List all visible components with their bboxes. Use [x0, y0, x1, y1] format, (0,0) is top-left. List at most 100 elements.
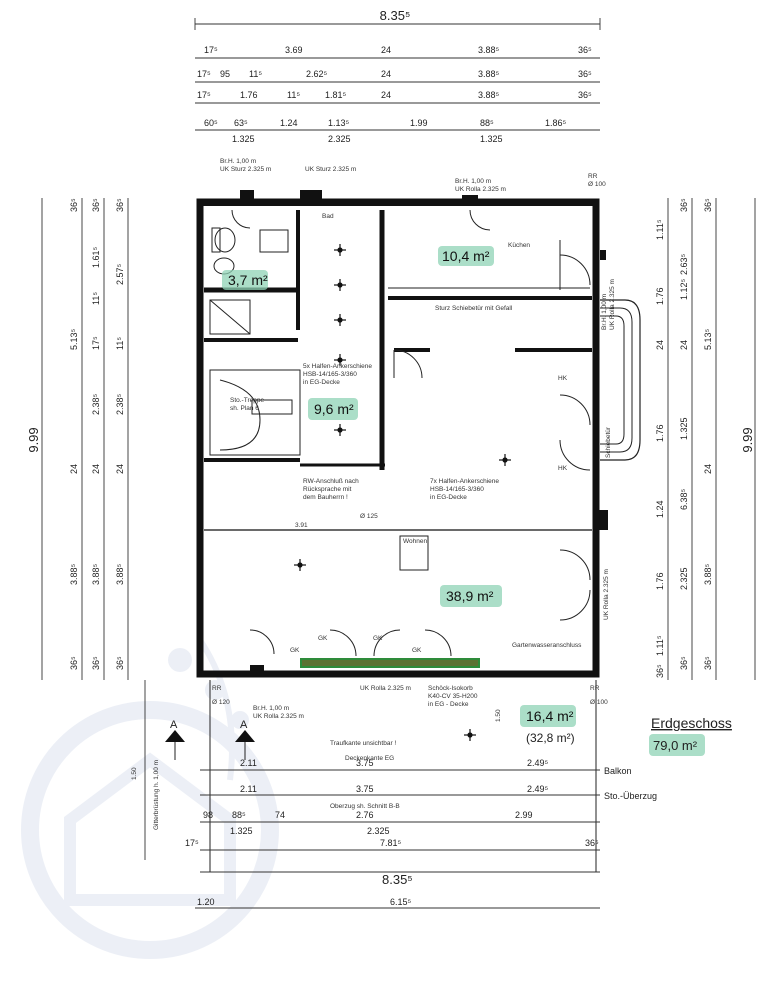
dim-label: 74 — [275, 810, 285, 820]
dim-label: 2.62⁵ — [306, 69, 328, 79]
dim-label: 6.15⁵ — [390, 897, 412, 907]
dim-label: 3.88⁵ — [478, 45, 500, 55]
note-text: in EG - Decke — [428, 701, 469, 708]
room-area-flur: 9,6 m² — [314, 401, 354, 417]
dim-label: 1.325 — [480, 134, 503, 144]
note-text: 7x Halfen-Ankerschiene — [430, 478, 499, 485]
note-text: UK Rolla 2.325 m — [253, 713, 304, 720]
dim-label: 2.11 — [240, 784, 257, 794]
note-text: 5x Halfen-Ankerschiene — [303, 363, 372, 370]
floor-total: 79,0 m² — [653, 738, 698, 753]
dim-label: 36⁵ — [69, 198, 79, 212]
dim-label: 24 — [91, 464, 101, 474]
section-markers: A A — [165, 719, 255, 760]
note-text: Gitterbrüstung h. 1,00 m — [153, 760, 160, 830]
floor-summary: Erdgeschoss 79,0 m² — [649, 715, 732, 756]
room-area-balkon-sub: (32,8 m²) — [526, 731, 575, 745]
right-overall-dim: 9.99 — [740, 427, 755, 452]
dim-label: Balkon — [604, 766, 632, 776]
note-text: GK — [373, 635, 383, 642]
note-text: Ø 100 — [588, 181, 606, 188]
note-text: UK Sturz 2.325 m — [305, 166, 356, 173]
dim-label: 3.88⁵ — [703, 563, 713, 585]
note-text: sh. Plan 6 — [230, 405, 259, 412]
dim-label: 17⁵ — [204, 45, 218, 55]
note-text: Br.H. 1,00 m — [601, 294, 608, 330]
note-text: 3.91 — [295, 522, 308, 529]
note-text: Sturz Schiebetür mit Gefall — [435, 305, 513, 312]
note-text: HK — [558, 375, 568, 382]
balcony-edge — [300, 658, 480, 668]
dim-label: 3.88⁵ — [115, 563, 125, 585]
dim-label: 3.88⁵ — [478, 90, 500, 100]
dim-label: 36⁵ — [115, 656, 125, 670]
bottom-overall-dim: 8.35⁵ — [382, 872, 413, 887]
note-text: HK — [558, 465, 568, 472]
dim-label: 1.325 — [232, 134, 255, 144]
room-wohnen: 38,9 m² — [440, 585, 502, 607]
dim-label: 1.11⁵ — [655, 219, 665, 240]
note-text: HSB-14/165-3/360 — [303, 371, 357, 378]
dim-label: 36⁵ — [655, 664, 665, 678]
dim-label: 36⁵ — [679, 198, 689, 212]
dim-label: 1.325 — [230, 826, 253, 836]
room-kueche: 10,4 m² — [438, 246, 494, 266]
dim-label: 2.99 — [515, 810, 533, 820]
dim-label: 1.81⁵ — [325, 90, 347, 100]
room-balkon: 16,4 m² (32,8 m²) — [520, 705, 576, 745]
room-area-balkon: 16,4 m² — [526, 708, 574, 724]
staircase — [209, 369, 301, 456]
right-dimension-chains: 9.99 1.11⁵ 1.76 24 1.76 1.24 1.76 1.11⁵ … — [655, 198, 756, 680]
dim-label: 5.13⁵ — [703, 328, 713, 350]
note-text: RR — [590, 685, 600, 692]
dim-label: 36⁵ — [578, 45, 592, 55]
dim-label: 3.88⁵ — [69, 563, 79, 585]
dim-label: 3.69 — [285, 45, 303, 55]
bathroom-fixtures — [209, 227, 289, 335]
dim-label: 2.325 — [679, 567, 689, 590]
dim-label: 1.24 — [655, 500, 665, 518]
dim-label: 36⁵ — [585, 838, 599, 848]
dim-label: 63⁵ — [234, 118, 248, 128]
dim-note: Oberzug sh. Schnitt B-B — [330, 803, 400, 810]
dim-label: 36⁵ — [578, 69, 592, 79]
balcony — [144, 680, 600, 909]
note-text: HSB-14/165-3/360 — [430, 486, 484, 493]
dim-label: 6.38⁵ — [679, 488, 689, 510]
dim-label: 24 — [115, 464, 125, 474]
note-text: UK Rolla 2.325 m — [603, 569, 610, 620]
note-text: RR — [588, 173, 598, 180]
note-text: UK Rolla 2.325 m — [360, 685, 411, 692]
left-dimension-chains: 9.99 36⁵ 5.13⁵ 24 3.88⁵ 36⁵ 36⁵ 1.61⁵ 11… — [26, 198, 129, 680]
dim-label: 2.11 — [240, 758, 257, 768]
left-overall-dim: 9.99 — [26, 427, 41, 452]
dim-label: 17⁵ — [185, 838, 199, 848]
dim-label: 17⁵ — [197, 69, 211, 79]
dim-label: 2.325 — [328, 134, 351, 144]
dim-label: 36⁵ — [578, 90, 592, 100]
bay-window — [600, 299, 641, 461]
note-text: Schöck-Isokorb — [428, 685, 473, 692]
bottom-dimension-chains: 2.11 3.75 2.49⁵ Balkon 2.11 3.75 2.49⁵ S… — [185, 758, 657, 907]
note-text: Sto.-Treppe — [230, 397, 264, 404]
dim-label: 36⁵ — [91, 198, 101, 212]
dim-label: 1.76 — [655, 424, 665, 442]
dim-label: 1.86⁵ — [545, 118, 567, 128]
dim-label: 11⁵ — [91, 292, 101, 305]
section-marker-a-left: A — [170, 719, 178, 731]
note-text: Wohnen — [403, 538, 427, 545]
note-text: GK — [318, 635, 328, 642]
note-text: UK Sturz 2.325 m — [220, 166, 271, 173]
dim-label: 3.75 — [356, 784, 374, 794]
dim-label: 24 — [69, 464, 79, 474]
dim-label: 2.76 — [356, 810, 374, 820]
dim-label: 5.13⁵ — [69, 328, 79, 350]
room-area-wohnen: 38,9 m² — [446, 588, 494, 604]
dim-label: 24 — [381, 45, 391, 55]
dim-label: 11⁵ — [115, 337, 125, 350]
note-text: Traufkante unsichtbar ! — [330, 740, 396, 747]
dim-label: 11⁵ — [287, 90, 300, 100]
dim-label: 1.11⁵ — [655, 635, 665, 656]
dim-label: Sto.-Überzug — [604, 791, 657, 801]
window-blocks — [240, 190, 608, 675]
